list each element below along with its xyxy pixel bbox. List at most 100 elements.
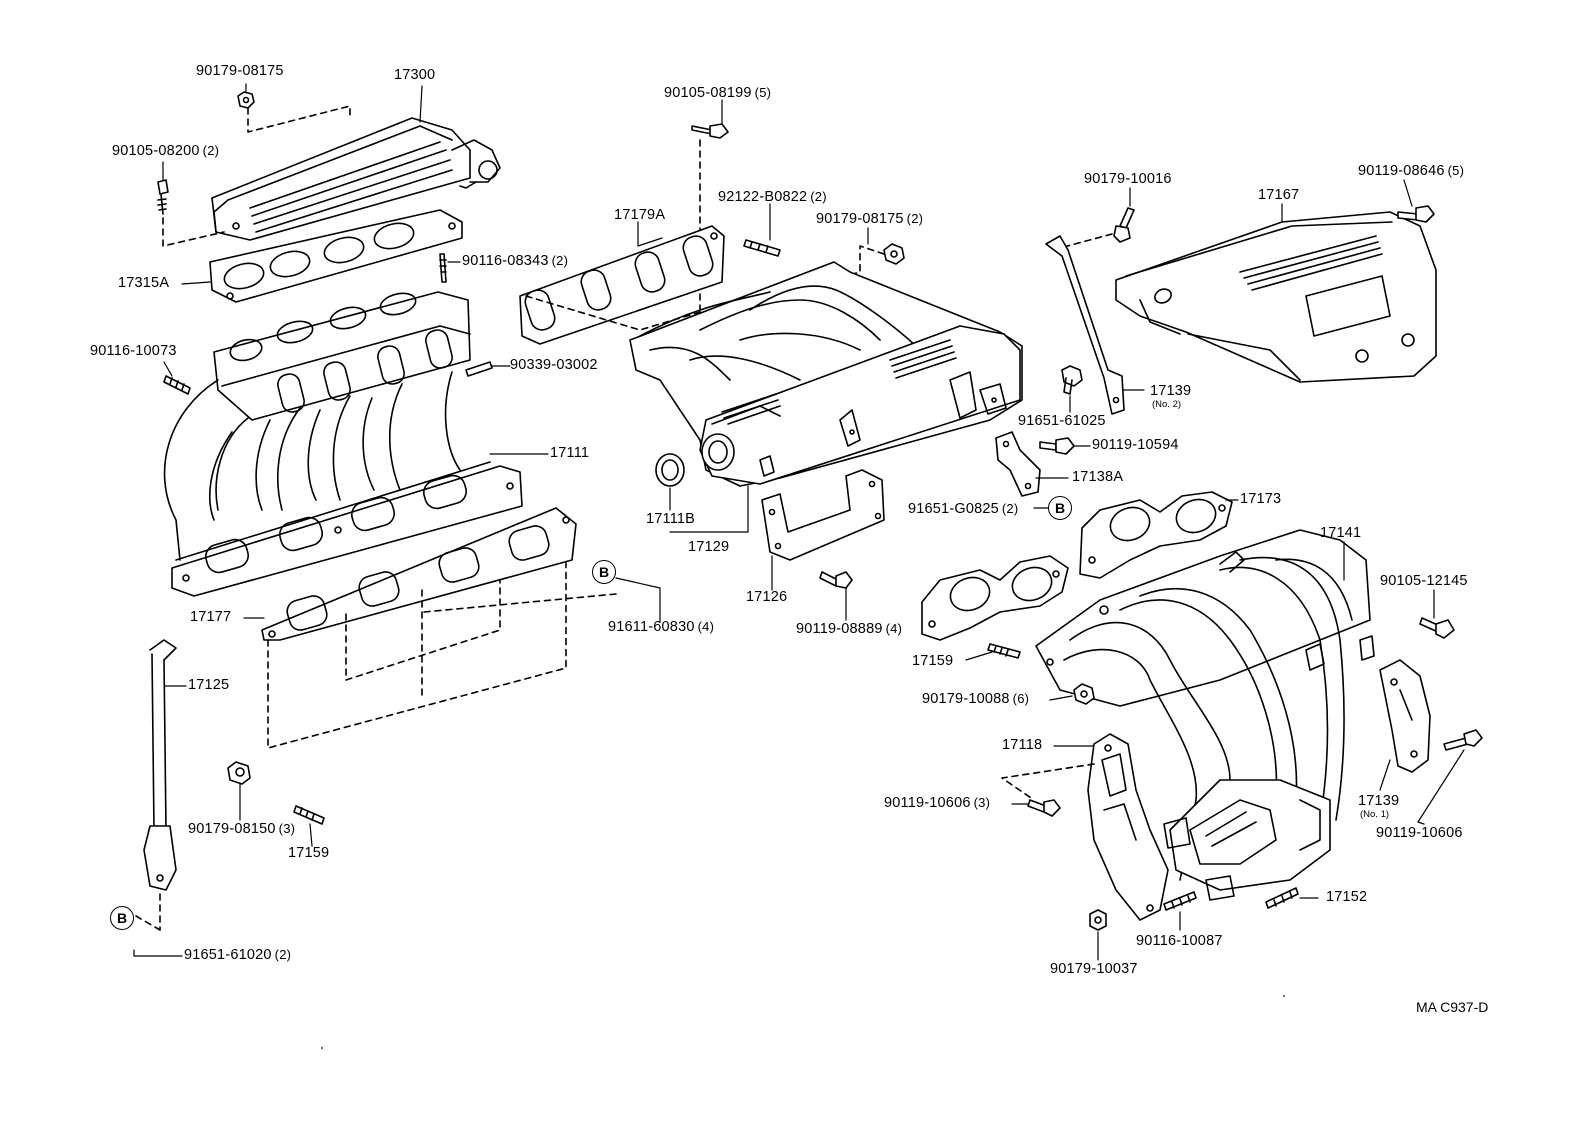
label-90179-10016: 90179-10016 [1084,172,1172,187]
label-17126: 17126 [746,590,787,605]
bolt-91651-61025-icon [1061,365,1083,395]
part-number: 90119-08646 [1358,163,1445,179]
stay-17139-no1 [1379,659,1431,773]
label-90105-08200: 90105-08200(2) [112,144,219,159]
leader-lines [133,83,1465,961]
label-17139-no1-sub: (No. 1) [1360,809,1390,820]
part-number: 91651-61020 [184,947,272,963]
part-number: 17177 [190,609,232,625]
label-17139-no1: 17139 [1358,794,1399,809]
bracket-17126 [761,469,885,561]
part-number: 90179-10037 [1050,961,1138,977]
label-90179-08150: 90179-08150(3) [188,822,295,837]
label-17111: 17111 [550,446,589,461]
label-90105-12145: 90105-12145 [1380,574,1468,589]
intake-manifold-17111 [163,291,523,597]
part-number: 17139 [1150,383,1192,399]
label-90105-08199: 90105-08199(5) [664,86,771,101]
quantity: (2) [906,211,924,226]
quantity: (3) [278,821,296,836]
part-number: 90179-08175 [816,211,904,227]
label-17159: 17159 [912,654,953,669]
part-number: 90105-08200 [112,143,200,159]
part-number: 17179A [614,207,666,223]
gasket-17177 [261,507,577,641]
label-90116-10073: 90116-10073 [90,344,177,359]
bolt-90119-10606-icon [1027,799,1061,817]
quantity: (4) [697,619,715,634]
quantity: (3) [973,795,991,810]
part-number: 90105-12145 [1380,573,1468,589]
label-90339-03002: 90339-03002 [510,358,598,373]
pin-90339-03002-icon [465,361,493,377]
intake-manifold-upper [629,261,1023,487]
label-90119-10606-3: 90119-10606(3) [884,796,990,811]
quantity: (5) [1447,163,1465,178]
part-number: 90119-10594 [1092,437,1179,453]
part-number: 92122-B0822 [718,189,808,205]
quantity: (2) [810,189,827,204]
engine-cover-17167 [1115,211,1437,383]
label-90119-10594: 90119-10594 [1092,438,1179,453]
label-17167: 17167 [1258,188,1299,203]
part-number: 17152 [1326,889,1368,905]
bolt-90105-08199-icon [691,123,729,139]
quantity: (2) [274,947,292,962]
part-number: 17126 [746,589,788,605]
label-92122-B0822: 92122-B0822(2) [718,190,827,205]
part-number: 17138A [1072,469,1124,485]
part-number: 17159 [912,653,954,669]
gasket-17315A [209,209,463,303]
part-number: 90116-08343 [462,253,549,269]
leader-dashed [247,105,351,133]
part-number: 91651-61025 [1018,413,1106,429]
label-90116-10087: 90116-10087 [1136,934,1223,949]
part-number: 17141 [1320,525,1362,541]
gasket-17179A [519,225,725,345]
bolt-90119-10594-icon [1039,437,1075,455]
part-number: 17300 [394,67,436,83]
bolt-90119-08646-icon [1397,205,1435,223]
part-number: 17315A [118,275,170,291]
quantity: (2) [1001,501,1019,516]
label-17141: 17141 [1320,526,1361,541]
label-90179-10037: 90179-10037 [1050,962,1138,977]
reference-marker-b: B [110,906,134,930]
stud-90116-10073-icon [163,375,191,395]
gasket-ring-17111B-icon [655,453,685,487]
gasket-17173 [1079,491,1233,579]
nut-90179-08150-icon [227,761,251,785]
bolt-90179-10016-icon [1113,207,1135,243]
part-number: 90119-08889 [796,621,883,637]
quantity: (5) [754,85,772,100]
label-17315A: 17315A [118,276,169,291]
quantity: (2) [202,143,220,158]
label-90179-08175: 90179-08175 [196,64,284,79]
label-17139-no2-sub: (No. 2) [1152,399,1182,410]
part-number: 17118 [1002,737,1043,753]
part-number: 90119-10606 [1376,825,1463,841]
label-91611-60830: 91611-60830(4) [608,620,714,635]
nut-90179-10037-icon [1089,909,1107,931]
part-number: 90179-08175 [196,63,284,79]
part-number: 90339-03002 [510,357,598,373]
bolt-90119-08889-icon [819,571,853,589]
quantity: (6) [1012,691,1030,706]
part-number: 90116-10073 [90,343,177,359]
part-number: 90179-10088 [922,691,1010,707]
bolt-90105-08200-icon [157,179,169,215]
stay-17139-no2 [1045,235,1125,415]
label-90179-08175-2: 90179-08175(2) [816,212,923,227]
stud-17152-icon [1265,887,1299,909]
gasket-17173-second [921,555,1069,641]
part-number: 17125 [188,677,230,693]
stud-90116-08343-icon [439,253,447,283]
part-number: 17139 [1358,793,1400,809]
engine-cover-17300 [211,117,501,241]
nut-90179-08175-icon [237,91,255,109]
stud-92122-B0822-icon [743,239,781,257]
bolt-90119-10606-icon [1443,729,1483,751]
label-91651-61025: 91651-61025 [1018,414,1106,429]
